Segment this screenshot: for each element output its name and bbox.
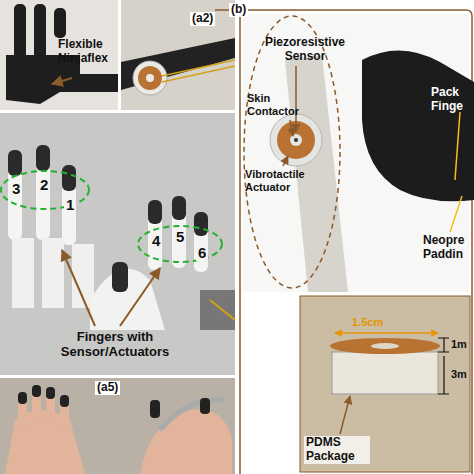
sensor-strip-photo — [121, 0, 235, 110]
callout-number: 2 — [38, 176, 50, 193]
part-name: Fingers with Sensor/Actuators — [48, 330, 182, 360]
hands-photo — [0, 378, 235, 474]
dimension-label: 3m — [451, 368, 467, 381]
part-name: Pack Finge — [431, 86, 471, 114]
part-name: Neopre Paddin — [423, 234, 471, 262]
part-name: Flexible Ninjaflex — [58, 38, 120, 66]
callout-number: 4 — [150, 232, 162, 249]
glove-photo — [0, 113, 235, 375]
callout-number: 1 — [64, 196, 76, 213]
sensor-photo — [243, 14, 474, 292]
dimension-label: 1.5cm — [352, 316, 383, 329]
part-name: Skin Contactor — [247, 92, 309, 117]
part-name: Piezoresistive Sensor — [255, 36, 355, 64]
panel-tag: (a2) — [190, 12, 215, 26]
callout-number: 5 — [174, 228, 186, 245]
callout-number: 3 — [10, 180, 22, 197]
panel-tag: (a5) — [95, 381, 120, 395]
dimension-label: 1m — [451, 338, 467, 351]
panel-tag: (b) — [229, 3, 248, 17]
part-name: Vibrotactile Actuator — [245, 168, 319, 193]
part-name: PDMS Package — [304, 436, 370, 464]
callout-number: 6 — [196, 244, 208, 261]
package-closeup-photo — [300, 296, 470, 472]
